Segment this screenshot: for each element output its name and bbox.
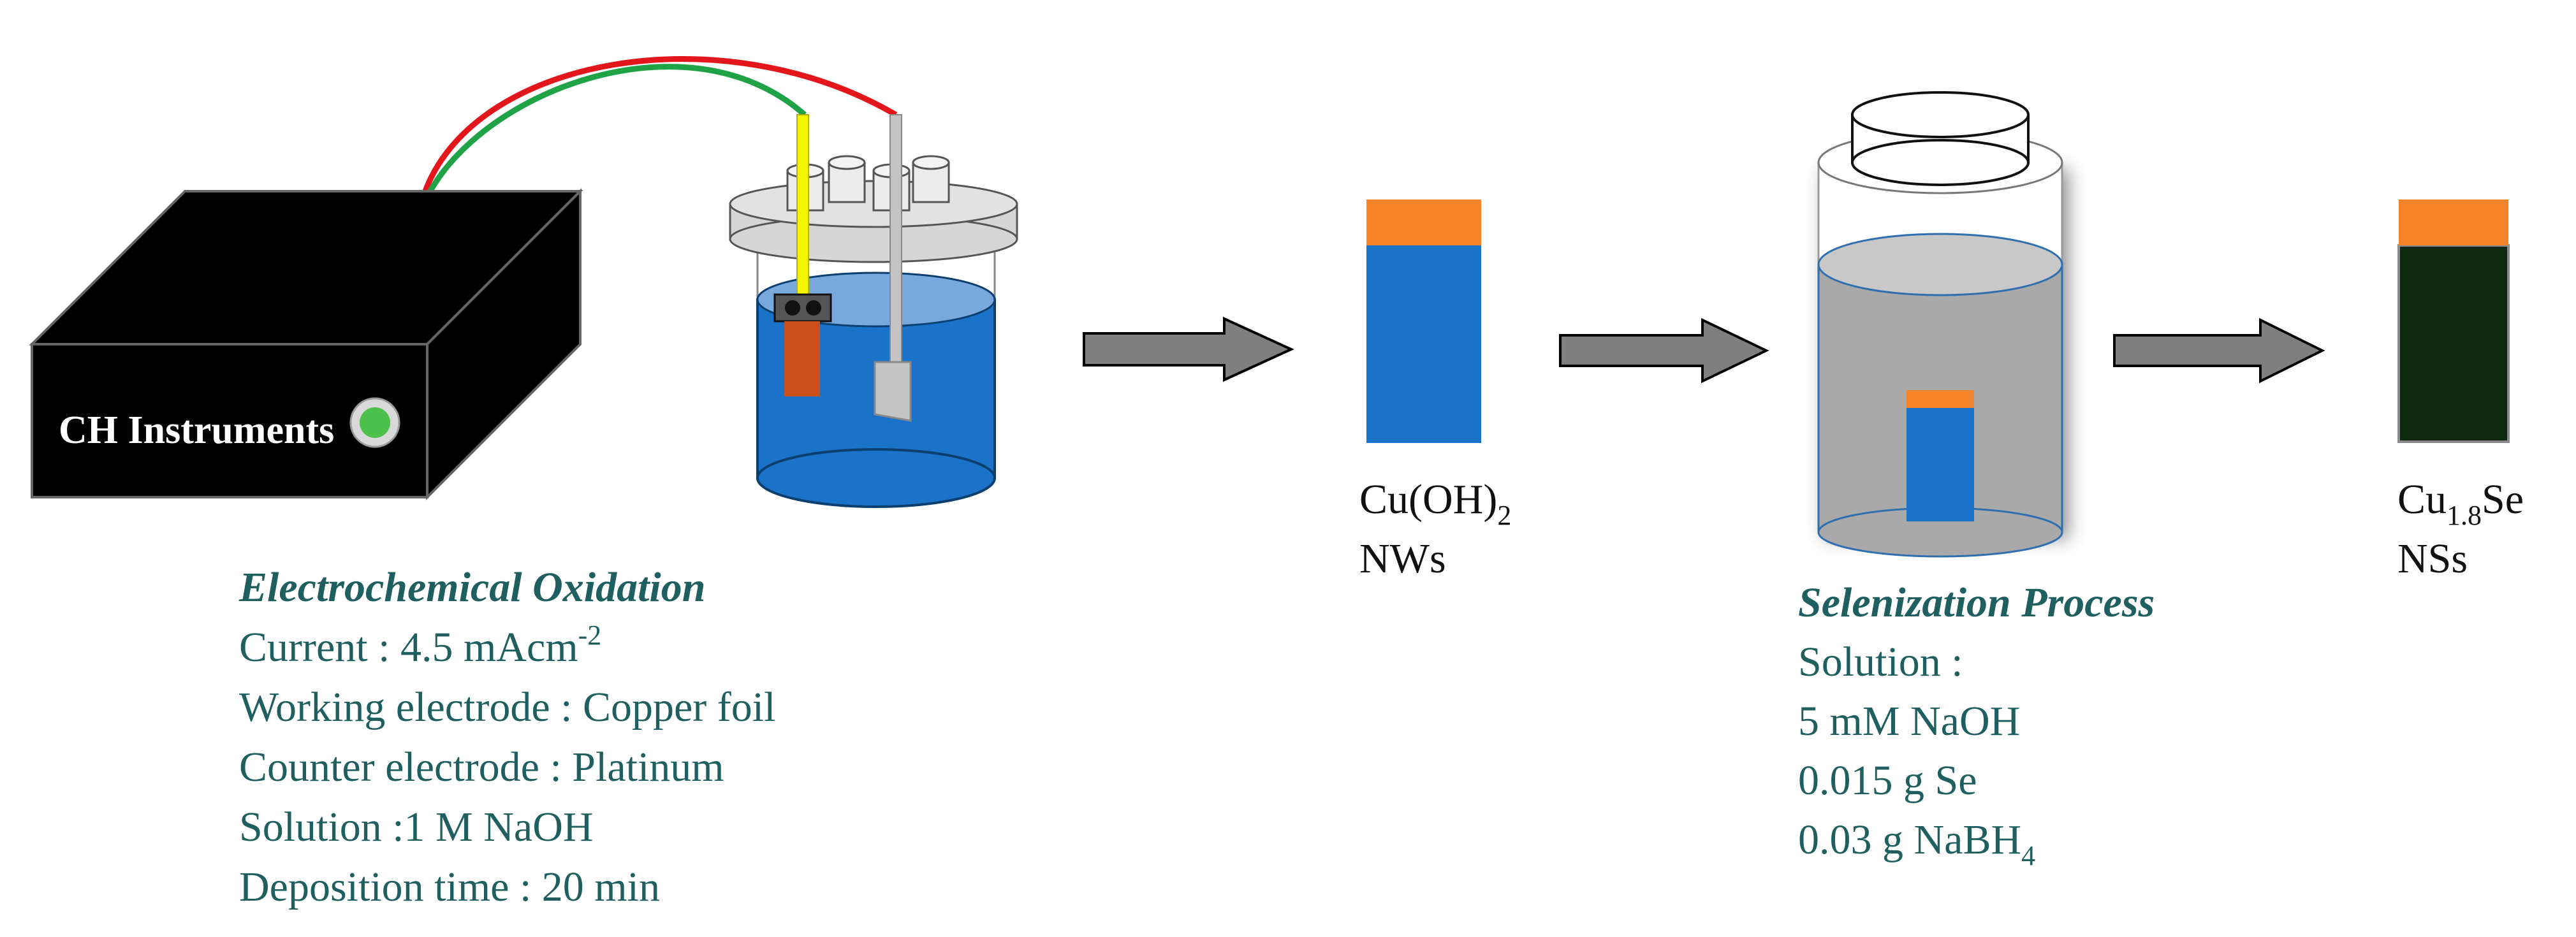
current-line: Current : 4.5 mAcm-2 bbox=[239, 620, 601, 671]
counter-electrode-line: Counter electrode : Platinum bbox=[239, 744, 724, 790]
platinum-counter-electrode bbox=[874, 361, 912, 422]
nws-label: NWs bbox=[1359, 535, 1446, 582]
wires bbox=[421, 56, 898, 196]
selenization-solution-line: Solution : bbox=[1798, 639, 1963, 685]
product2-label: Cu1.8Se NSs bbox=[2397, 476, 2524, 582]
potentiostat-side-face bbox=[426, 188, 582, 500]
immersed-sample-body bbox=[1906, 408, 1974, 521]
cu18se-nanosheet-layer bbox=[2397, 244, 2510, 443]
copper-foil-electrode bbox=[784, 321, 820, 396]
process-arrow-1 bbox=[1083, 316, 1294, 382]
green-wire bbox=[426, 64, 807, 196]
red-wire bbox=[421, 56, 898, 196]
nabh4-line: 0.03 g NaBH4 bbox=[1798, 817, 2035, 871]
process-arrow-2 bbox=[1559, 317, 1769, 384]
selenization-vessel bbox=[1817, 91, 2063, 558]
cell-bottom bbox=[756, 448, 996, 508]
nss-label: NSs bbox=[2397, 535, 2468, 582]
selenization-title: Selenization Process bbox=[1798, 579, 2155, 626]
naoh-line: 5 mM NaOH bbox=[1798, 698, 2020, 745]
cuoh2-sample-top bbox=[1366, 200, 1481, 245]
cu18se-sample-top bbox=[2399, 200, 2508, 245]
instrument-label: CH Instruments bbox=[59, 409, 334, 452]
solution-line: Solution :1 M NaOH bbox=[239, 804, 594, 850]
immersed-sample-top bbox=[1906, 390, 1974, 408]
electrode-clip bbox=[773, 293, 832, 323]
oxidation-title: Electrochemical Oxidation bbox=[238, 564, 705, 611]
vessel-solution-surface bbox=[1817, 233, 2063, 296]
se-line: 0.015 g Se bbox=[1798, 757, 1977, 804]
clip-screw-left bbox=[785, 300, 800, 316]
cuoh2-sample bbox=[1366, 200, 1481, 443]
selenization-conditions: Selenization Process Solution : 5 mM NaO… bbox=[1798, 579, 2155, 871]
power-led-inner bbox=[360, 407, 390, 438]
clip-screw-right bbox=[806, 300, 821, 316]
working-electrode-yellow-rod bbox=[796, 114, 809, 299]
vessel-cap-bottom bbox=[1851, 139, 2030, 186]
oxidation-conditions: Electrochemical Oxidation Current : 4.5 … bbox=[238, 564, 775, 910]
working-electrode-line: Working electrode : Copper foil bbox=[239, 684, 775, 730]
cu18se-formula: Cu1.8Se bbox=[2397, 476, 2524, 531]
cuoh2-formula: Cu(OH)2 bbox=[1359, 476, 1511, 531]
vessel-cap-top bbox=[1851, 91, 2030, 138]
cuoh2-nanowire-layer bbox=[1366, 245, 1481, 443]
deposition-time-line: Deposition time : 20 min bbox=[239, 864, 660, 910]
counter-electrode-gray-rod bbox=[889, 114, 902, 367]
product1-label: Cu(OH)2 NWs bbox=[1359, 476, 1511, 582]
process-arrow-3 bbox=[2113, 317, 2325, 384]
electrochemical-cell bbox=[729, 114, 1018, 508]
potentiostat: CH Instruments bbox=[29, 188, 583, 500]
cu18se-sample bbox=[2397, 200, 2510, 443]
